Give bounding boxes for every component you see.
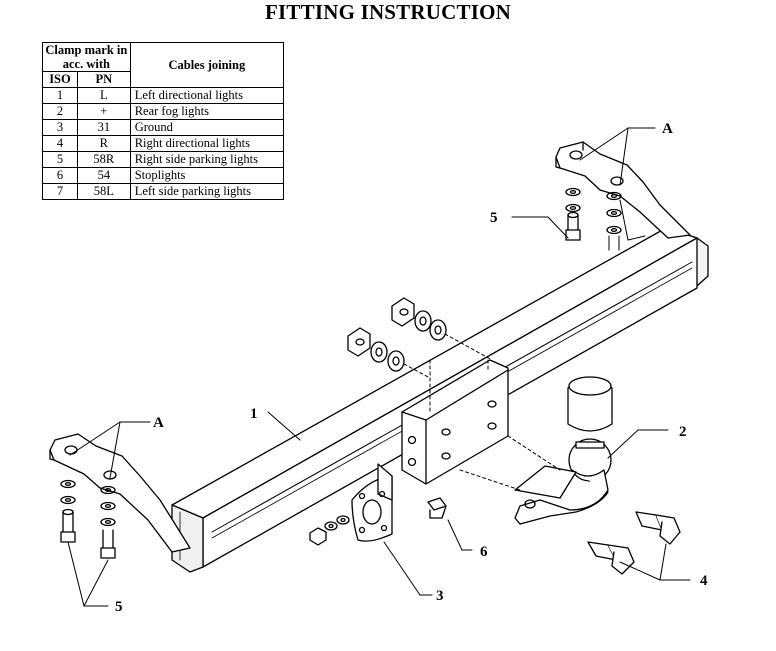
mounting-bolts [587,511,681,575]
tow-ball-assembly [459,376,613,525]
cell-pn: 54 [76,167,131,184]
callout-part-5-left: 5 [115,599,123,615]
plate-nuts-and-washers [347,297,493,379]
header-pn: PN [76,71,131,88]
cell-cable: Left side parking lights [129,183,285,200]
callout-part-2: 2 [679,424,687,440]
cell-iso: 5 [42,151,78,168]
callout-part-5-right: 5 [490,210,498,226]
clamp-table: Clamp mark in acc. with Cables joining I… [42,42,285,200]
callout-part-4: 4 [700,573,708,589]
mounting-hole [103,470,117,480]
cell-cable: Stoplights [129,167,285,184]
page-title: FITTING INSTRUCTION [265,0,511,24]
callout-part-3: 3 [436,588,444,604]
mounting-hole [610,176,624,186]
right-fastener-stack [565,187,622,251]
leader-lines [67,127,691,607]
callout-part-1: 1 [250,406,258,422]
cell-cable: Right side parking lights [129,151,285,168]
small-bolt [427,497,447,519]
cell-pn: 58L [76,183,131,200]
ball-mount-plate [401,359,509,485]
callout-part-6: 6 [480,544,488,560]
table-header-row: Clamp mark in acc. with Cables joining [42,42,285,88]
mounting-hole [569,150,583,160]
right-side-bracket [555,141,691,241]
cell-pn: 31 [76,119,131,136]
socket-plate [309,463,393,546]
cell-cable: Ground [129,119,285,136]
cell-cable: Right directional lights [129,135,285,152]
left-fastener-stack [60,479,116,559]
cell-iso: 7 [42,183,78,200]
callout-a-left: A [153,415,164,431]
header-clamp-mark: Clamp mark in acc. with [42,42,131,72]
callout-a-right: A [662,121,673,137]
header-cables-joining: Cables joining [129,42,285,88]
